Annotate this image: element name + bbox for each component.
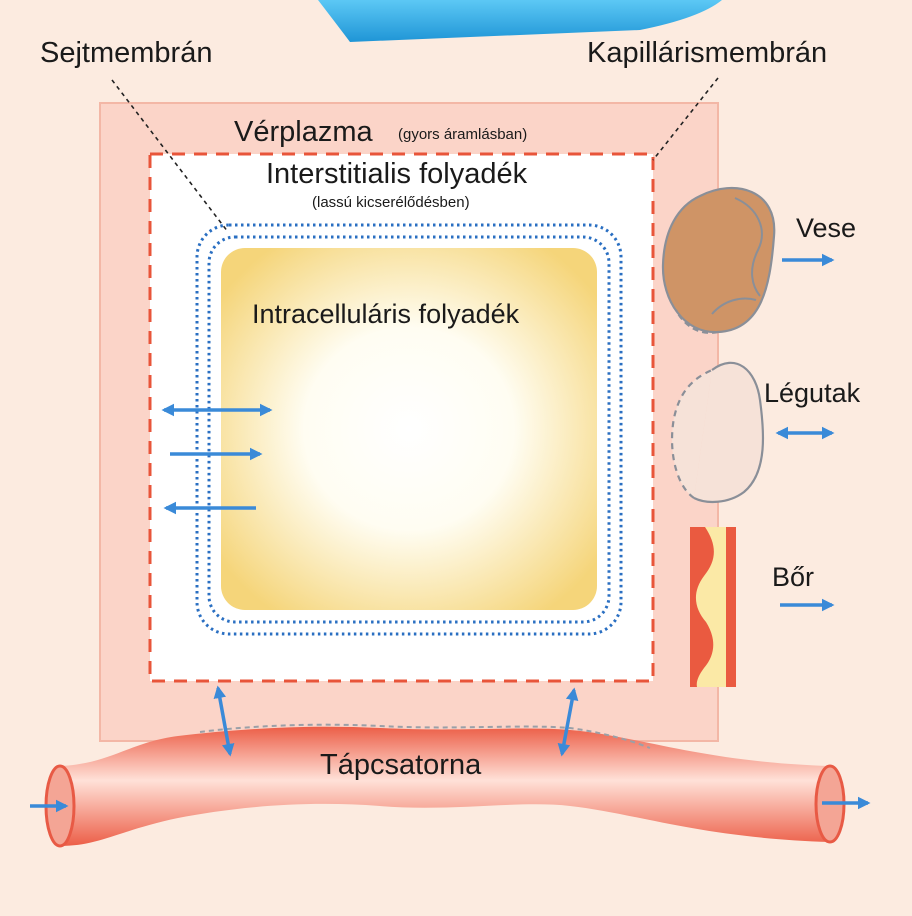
airways-label: Légutak: [764, 378, 861, 408]
skin-icon: [690, 527, 736, 687]
gut-label: Tápcsatorna: [320, 749, 482, 781]
cell-membrane-label: Sejtmembrán: [40, 37, 212, 69]
plasma-note: (gyors áramlásban): [398, 126, 527, 143]
capillary-membrane-label: Kapillárismembrán: [587, 37, 827, 69]
skin-label: Bőr: [772, 562, 814, 592]
plasma-label: Vérplazma: [234, 116, 373, 148]
interstitial-note: (lassú kicserélődésben): [312, 194, 470, 211]
intracellular-label: Intracelluláris folyadék: [252, 299, 520, 329]
interstitial-label: Interstitialis folyadék: [266, 158, 528, 190]
kidney-label: Vese: [796, 213, 856, 243]
